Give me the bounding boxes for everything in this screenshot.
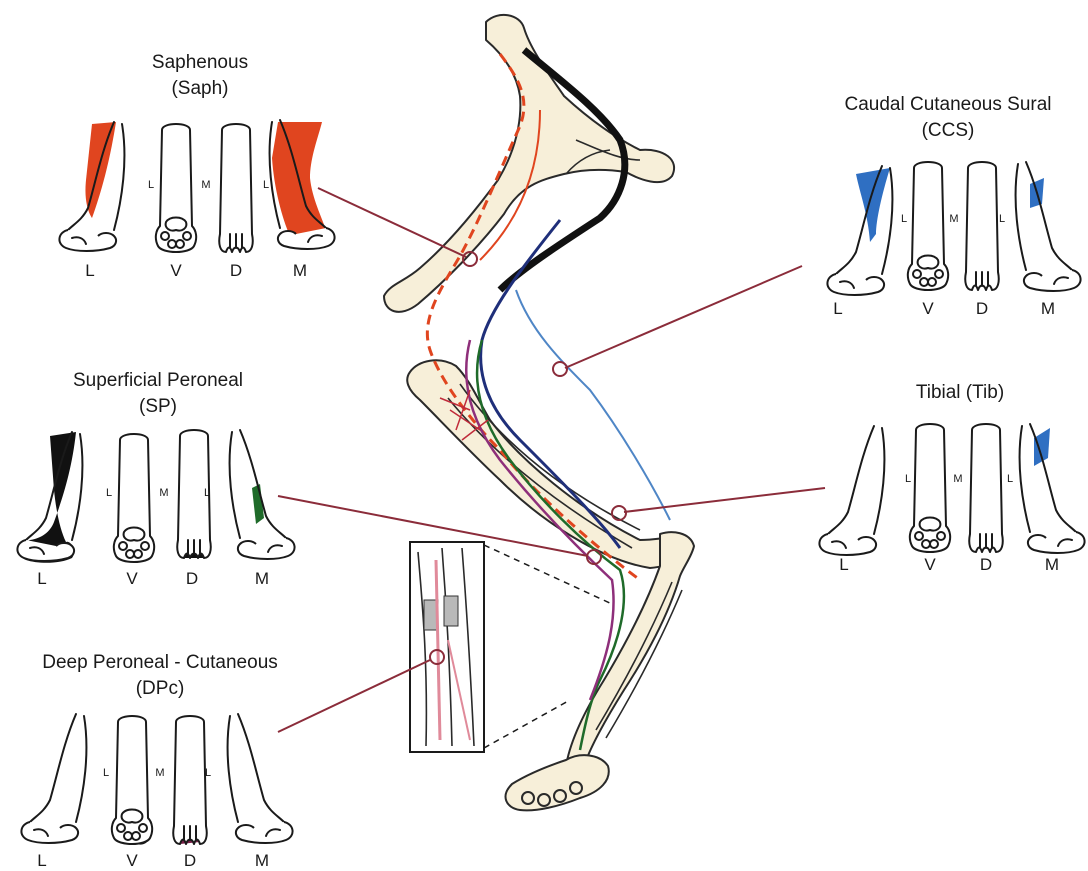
dpc-view-label-v: V (126, 851, 138, 870)
saphenous-medial-paw (270, 120, 335, 249)
dpc-side-label-3: L (205, 767, 211, 779)
saphenous-dorsal-paw (219, 124, 253, 252)
tib-view-label-l: L (839, 555, 848, 574)
deep-peroneal-panel: Deep Peroneal - Cutaneous (DPc) L M L L … (21, 652, 292, 870)
ccs-dorsal-paw (965, 162, 999, 290)
ccs-view-label-d: D (976, 299, 988, 318)
saphenous-view-label-l: L (85, 261, 94, 280)
saphenous-view-label-d: D (230, 261, 242, 280)
saphenous-title-line2: (Saph) (171, 78, 228, 99)
sp-view-label-l: L (37, 569, 46, 588)
dpc-dorsal-paw (173, 716, 207, 844)
saphenous-side-label-1: L (148, 179, 154, 191)
tib-view-label-m: M (1045, 555, 1059, 574)
sp-side-label-2: M (159, 487, 168, 499)
sp-side-label-3: L (204, 487, 210, 499)
tib-title: Tibial (Tib) (916, 382, 1004, 403)
sp-view-label-d: D (186, 569, 198, 588)
sp-ventral-paw (114, 434, 154, 562)
ccs-view-label-v: V (922, 299, 934, 318)
sp-medial-paw (230, 430, 295, 559)
ccs-view-label-m: M (1041, 299, 1055, 318)
saphenous-side-label-3: L (263, 179, 269, 191)
dpc-lateral-paw (21, 714, 86, 843)
ccs-side-label-2: M (949, 213, 958, 225)
ccs-medial-paw (1016, 162, 1081, 291)
sp-title-line2: (SP) (139, 396, 177, 417)
saphenous-title-line1: Saphenous (152, 52, 248, 73)
sp-side-label-1: L (106, 487, 112, 499)
ccs-view-label-l: L (833, 299, 842, 318)
tib-side-label-3: L (1007, 473, 1013, 485)
sp-view-label-v: V (126, 569, 138, 588)
ccs-ventral-paw (908, 162, 948, 290)
saphenous-view-label-v: V (170, 261, 182, 280)
connectors (278, 188, 825, 732)
sp-title-line1: Superficial Peroneal (73, 370, 243, 391)
tib-side-label-1: L (905, 473, 911, 485)
ccs-side-label-3: L (999, 213, 1005, 225)
dpc-medial-paw (228, 714, 293, 843)
tib-ventral-paw (910, 424, 950, 552)
tibia-bone (566, 532, 694, 774)
ccs-title-line2: (CCS) (922, 120, 975, 141)
sp-lateral-paw (17, 432, 82, 563)
tib-view-label-v: V (924, 555, 936, 574)
dpc-title-line2: (DPc) (136, 678, 185, 699)
superficial-peroneal-panel: Superficial Peroneal (SP) L M L L V D M (17, 370, 294, 588)
saphenous-view-label-m: M (293, 261, 307, 280)
dpc-side-label-1: L (103, 767, 109, 779)
tib-dorsal-paw (969, 424, 1003, 552)
dpc-view-label-d: D (184, 851, 196, 870)
tib-side-label-2: M (953, 473, 962, 485)
sp-view-label-m: M (255, 569, 269, 588)
dpc-ventral-paw (112, 716, 152, 845)
saphenous-lateral-paw (59, 122, 124, 251)
dpc-title-line1: Deep Peroneal - Cutaneous (42, 652, 278, 673)
ccs-lateral-paw (827, 166, 892, 295)
dpc-view-label-m: M (255, 851, 269, 870)
tibial-panel: Tibial (Tib) L M L L V D M (819, 382, 1084, 574)
ccs-title-line1: Caudal Cutaneous Sural (844, 94, 1051, 115)
ccs-side-label-1: L (901, 213, 907, 225)
ccs-panel: Caudal Cutaneous Sural (CCS) L M L L V D… (827, 94, 1080, 318)
dpc-side-label-2: M (155, 767, 164, 779)
tib-lateral-paw (819, 426, 884, 555)
saphenous-ventral-paw (156, 124, 196, 252)
saphenous-panel: Saphenous (Saph) L M L L V D M (59, 52, 334, 280)
dpc-view-label-l: L (37, 851, 46, 870)
saphenous-side-label-2: M (201, 179, 210, 191)
tib-medial-paw (1020, 424, 1085, 553)
tib-view-label-d: D (980, 555, 992, 574)
